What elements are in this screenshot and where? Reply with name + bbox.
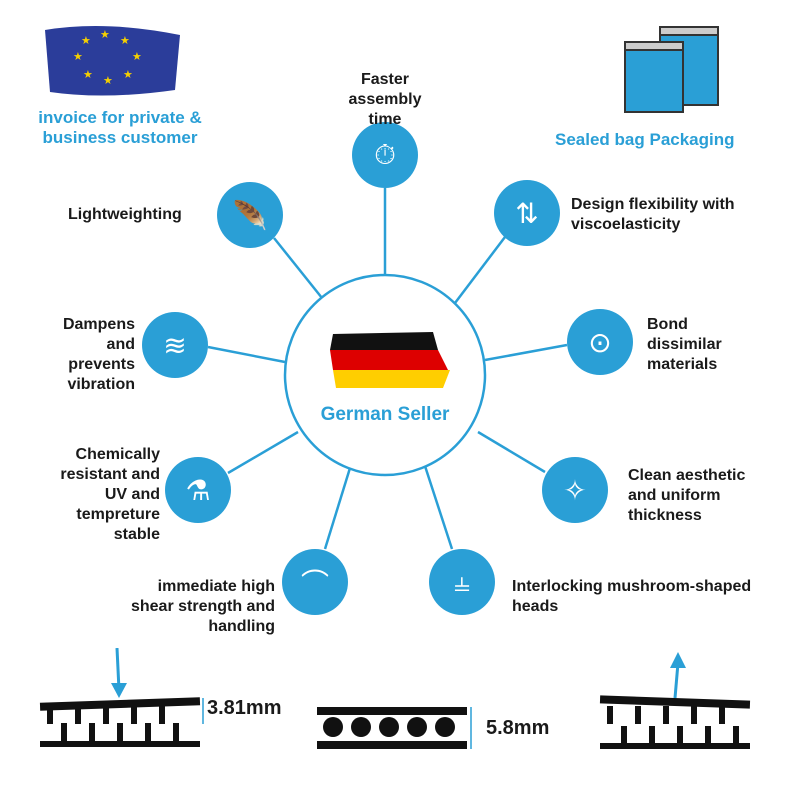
- vibration-icon: ≋: [142, 312, 208, 378]
- feature-label: Interlocking mushroom-shaped heads: [512, 578, 752, 615]
- bond-icon: ⊙: [567, 309, 633, 375]
- feature-label: Chemically resistant and UV and tempretu…: [60, 446, 160, 543]
- fastener-engaged-diagram: [317, 707, 472, 749]
- mushroom-heads-icon: ⫨: [429, 549, 495, 615]
- feature-label: immediate high shear strength and handli…: [130, 578, 275, 635]
- feature-label: Bond dissimilar materials: [647, 316, 722, 373]
- feature-label: Dampens and prevents vibration: [62, 316, 135, 393]
- german-flag-icon: [330, 332, 450, 388]
- feature-label: Lightweighting: [68, 206, 182, 223]
- chemical-icon: ⚗: [165, 457, 231, 523]
- eu-flag-icon: ★★★★★★★★: [45, 26, 180, 96]
- sealed-bag-icon: [624, 26, 719, 113]
- svg-text:★: ★: [123, 69, 133, 81]
- split-arrow-icon: ⇅: [494, 180, 560, 246]
- svg-text:★: ★: [120, 35, 130, 47]
- hammer-icon: ⌒: [282, 549, 348, 615]
- feather-hand-icon: 🪶: [217, 182, 283, 248]
- thin-thickness-label: 3.81mm: [207, 697, 282, 719]
- center-label: German Seller: [320, 404, 450, 425]
- svg-text:★: ★: [73, 51, 83, 63]
- packaging-badge: Sealed bag Packaging: [555, 130, 735, 149]
- svg-text:★: ★: [100, 29, 110, 41]
- feature-label: Clean aesthetic and uniform thickness: [628, 467, 746, 524]
- svg-text:★: ★: [132, 51, 142, 63]
- feature-label: Faster assembly time: [348, 71, 422, 128]
- fastener-pressed-diagram: [39, 648, 204, 747]
- sparkle-surface-icon: ✧: [542, 457, 608, 523]
- stopwatch-icon: ⏱: [352, 122, 418, 188]
- thick-thickness-label: 5.8mm: [486, 717, 550, 739]
- svg-text:★: ★: [83, 69, 93, 81]
- feature-label: Design flexibility with viscoelasticity: [571, 196, 735, 233]
- fastener-released-diagram: [599, 652, 751, 749]
- invoice-badge: invoice for private & business customer: [38, 108, 202, 147]
- svg-text:★: ★: [81, 35, 91, 47]
- svg-text:★: ★: [103, 75, 113, 87]
